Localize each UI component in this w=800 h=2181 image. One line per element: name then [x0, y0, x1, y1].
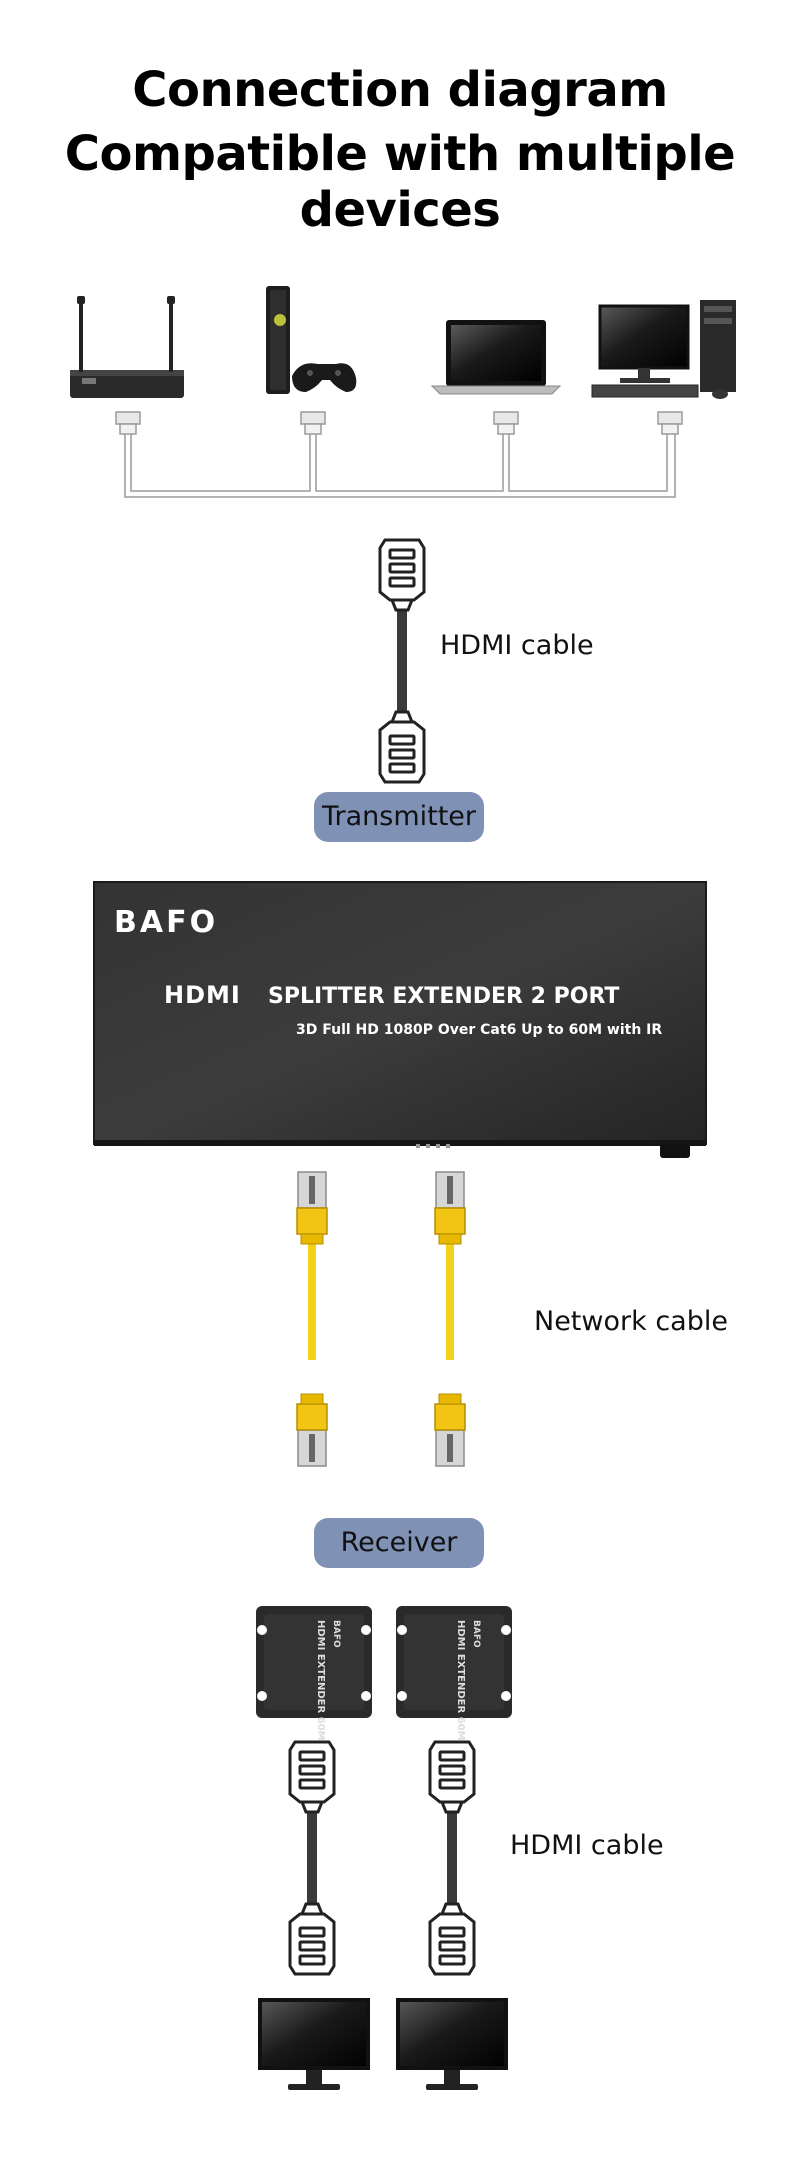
hdmi-cable-bottom-right-icon — [428, 1740, 476, 1976]
transmitter-device: BAFO HDMI SPLITTER EXTENDER 2 PORT 3D Fu… — [93, 881, 707, 1158]
connector-icon — [115, 411, 141, 435]
laptop-icon — [430, 320, 562, 395]
transmitter-model-text: SPLITTER EXTENDER 2 PORT — [268, 984, 619, 1009]
router-icon — [70, 296, 184, 398]
device-wiring — [124, 434, 676, 498]
transmitter-hdmi-logo: HDMI — [164, 981, 241, 1009]
receiver-device-left: HDMI EXTENDER 60M BAFO — [256, 1606, 372, 1741]
page-title-line1: Connection diagram — [132, 62, 668, 118]
hdmi-cable-bottom-label: HDMI cable — [510, 1830, 664, 1861]
network-cable-right-icon — [434, 1171, 466, 1467]
desktop-pc-icon — [591, 300, 736, 399]
page-title-line2: Compatible with multiple devices — [64, 126, 736, 238]
game-console-icon — [266, 286, 357, 394]
receiver-right-brand: BAFO — [471, 1620, 481, 1648]
transmitter-badge: Transmitter — [314, 792, 484, 842]
hdmi-cable-top-label: HDMI cable — [440, 630, 594, 661]
receiver-left-label: HDMI EXTENDER 60M — [315, 1620, 326, 1741]
monitor-right-icon — [396, 1998, 508, 2092]
receiver-badge: Receiver — [314, 1518, 484, 1568]
network-cable-left-icon — [296, 1171, 328, 1467]
connector-icon — [493, 411, 519, 435]
connector-icon — [300, 411, 326, 435]
receiver-right-label: HDMI EXTENDER 60M — [455, 1620, 466, 1741]
monitor-left-icon — [258, 1998, 370, 2092]
transmitter-spec-text: 3D Full HD 1080P Over Cat6 Up to 60M wit… — [296, 1022, 662, 1038]
receiver-device-right: HDMI EXTENDER 60M BAFO — [396, 1606, 512, 1741]
connector-icon — [657, 411, 683, 435]
hdmi-cable-top-icon — [378, 538, 426, 784]
transmitter-brand-logo: BAFO — [114, 905, 218, 940]
hdmi-cable-bottom-left-icon — [288, 1740, 336, 1976]
receiver-left-brand: BAFO — [331, 1620, 341, 1648]
network-cable-label: Network cable — [534, 1306, 728, 1337]
